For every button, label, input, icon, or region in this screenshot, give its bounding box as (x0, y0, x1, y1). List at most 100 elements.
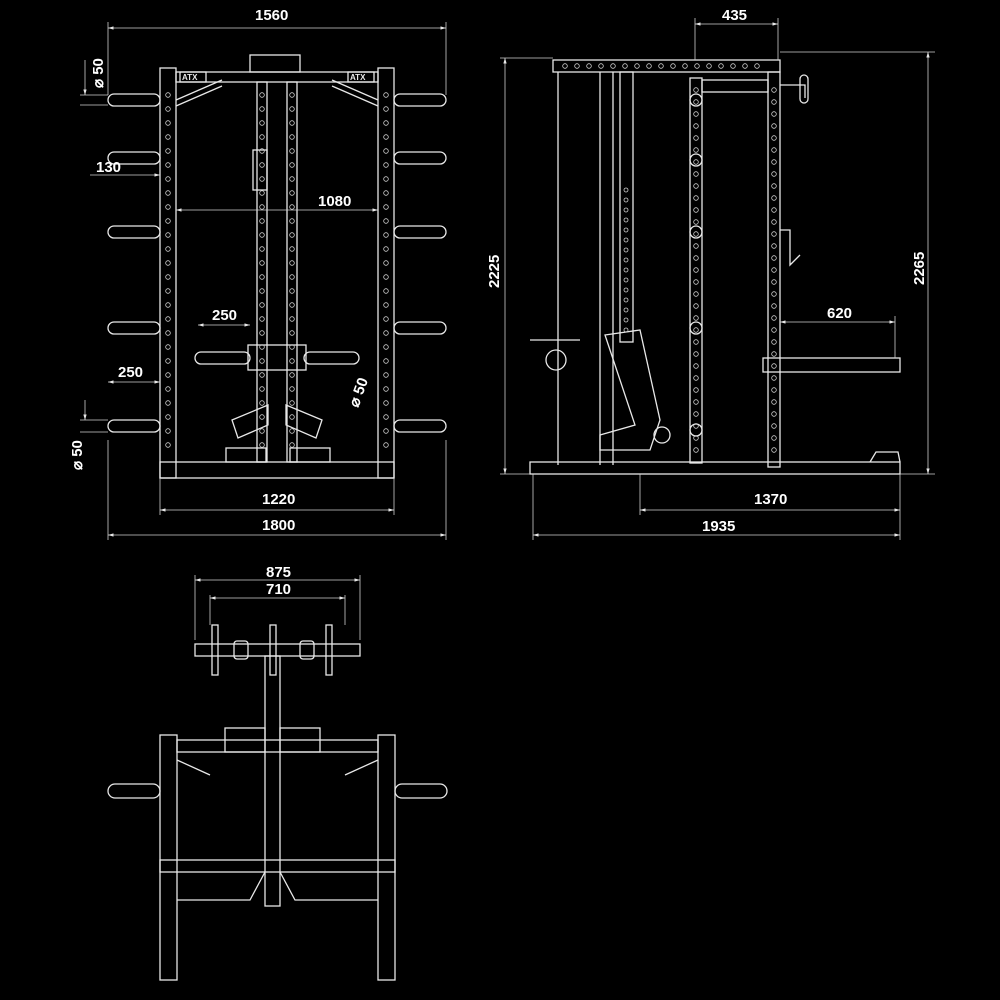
hole (693, 315, 699, 321)
hole (259, 148, 265, 154)
top-pulley-housing (249, 54, 301, 73)
hole (165, 246, 171, 252)
dim-diameter-top: ⌀ 50 (90, 58, 107, 88)
top-view (107, 624, 448, 981)
hole (289, 232, 295, 238)
hole (259, 386, 265, 392)
dim-1220: 1220 (262, 491, 295, 508)
hole (771, 375, 777, 381)
hole (623, 247, 629, 253)
hole (693, 135, 699, 141)
hole (383, 442, 389, 448)
hole (383, 260, 389, 266)
hole (289, 92, 295, 98)
hole (383, 330, 389, 336)
hole (383, 190, 389, 196)
hole (289, 246, 295, 252)
hole (598, 63, 604, 69)
front-column (619, 71, 634, 343)
hole (693, 351, 699, 357)
hole (289, 106, 295, 112)
hole (562, 63, 568, 69)
hole (574, 63, 580, 69)
hole (289, 260, 295, 266)
weight-peg (107, 151, 161, 165)
hole (259, 288, 265, 294)
hole (771, 87, 777, 93)
hole (693, 339, 699, 345)
hole (383, 148, 389, 154)
hole (289, 218, 295, 224)
hole (693, 387, 699, 393)
hole (771, 387, 777, 393)
dim-1935: 1935 (702, 518, 735, 535)
hole (289, 162, 295, 168)
dim-diameter-bottom: ⌀ 50 (69, 440, 86, 470)
hole (693, 255, 699, 261)
hole (623, 227, 629, 233)
hole (165, 120, 171, 126)
hole (289, 386, 295, 392)
hole (165, 344, 171, 350)
hole (610, 63, 616, 69)
hole (383, 162, 389, 168)
plate-holder (689, 93, 703, 107)
hole (289, 120, 295, 126)
hole (165, 106, 171, 112)
hole (259, 302, 265, 308)
hole (771, 363, 777, 369)
hole (259, 134, 265, 140)
hole (165, 386, 171, 392)
plate-holder (689, 225, 703, 239)
hole (289, 344, 295, 350)
hole (259, 400, 265, 406)
hole (693, 147, 699, 153)
hole (623, 257, 629, 263)
hole (771, 171, 777, 177)
hole (289, 148, 295, 154)
hole (259, 246, 265, 252)
hole (771, 255, 777, 261)
hole (623, 237, 629, 243)
hole (771, 399, 777, 405)
hole (383, 92, 389, 98)
hole (289, 316, 295, 322)
hole (670, 63, 676, 69)
hole (771, 423, 777, 429)
seat-arm (599, 329, 661, 451)
hole (771, 219, 777, 225)
hole (771, 195, 777, 201)
hole (693, 399, 699, 405)
hole (771, 339, 777, 345)
hole (694, 63, 700, 69)
hole (259, 204, 265, 210)
weight-peg (393, 225, 447, 239)
hole (623, 277, 629, 283)
hole (383, 414, 389, 420)
weight-peg (107, 419, 161, 433)
dim-710: 710 (266, 581, 291, 598)
handle-right (303, 351, 360, 365)
hole (623, 297, 629, 303)
dim-130: 130 (96, 159, 121, 176)
j-hook (780, 229, 801, 267)
hole (259, 176, 265, 182)
hole (383, 232, 389, 238)
hole (383, 302, 389, 308)
hole (259, 358, 265, 364)
hole (259, 162, 265, 168)
hole (771, 267, 777, 273)
hole (771, 231, 777, 237)
hole (623, 307, 629, 313)
weight-peg (393, 151, 447, 165)
hole (623, 287, 629, 293)
hole (383, 316, 389, 322)
side-dimensions: 435 2225 2265 620 1370 1935 (486, 7, 935, 540)
hole (289, 442, 295, 448)
hole (754, 63, 760, 69)
hole (383, 218, 389, 224)
hole (383, 358, 389, 364)
hole (771, 435, 777, 441)
hole (693, 447, 699, 453)
top-left-upright (159, 734, 178, 981)
